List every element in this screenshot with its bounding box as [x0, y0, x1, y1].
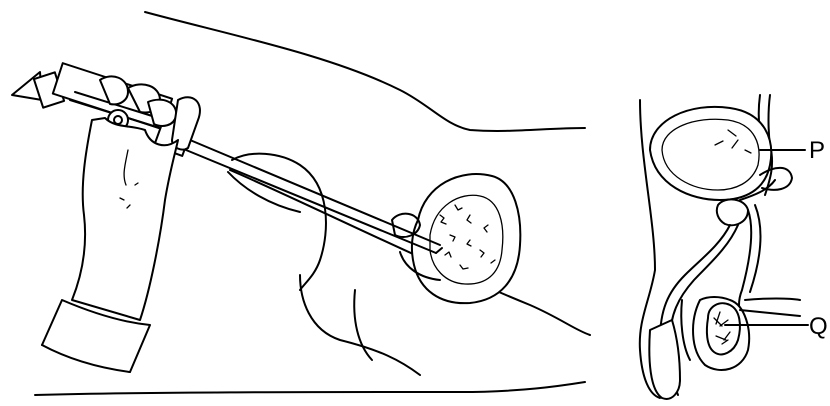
prostate-left — [392, 174, 520, 303]
label-p: P — [809, 137, 825, 164]
sagittal-anatomy — [640, 95, 800, 399]
label-q: Q — [809, 313, 828, 340]
